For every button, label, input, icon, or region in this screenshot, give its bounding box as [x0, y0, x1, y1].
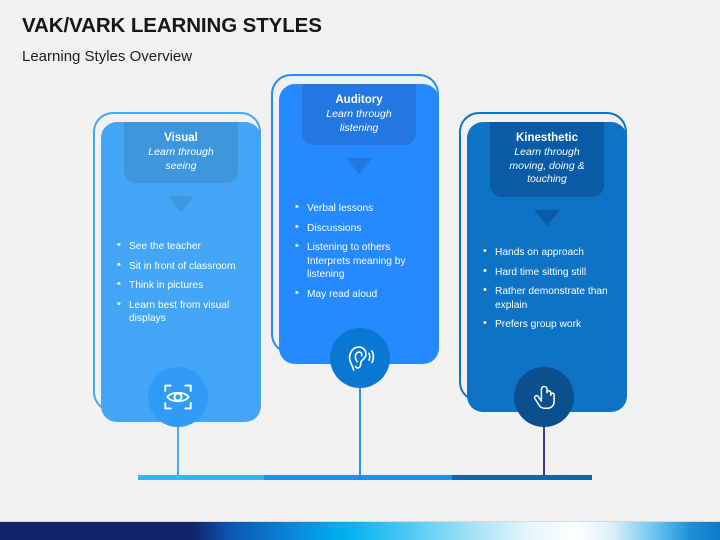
ear-sound-icon [348, 346, 375, 371]
list-item: Hard time sitting still [481, 265, 617, 280]
card-title-auditory: Auditory [335, 94, 383, 106]
column-auditory[interactable]: Auditory Learn through listening Verbal … [271, 74, 439, 364]
list-item: May read aloud [293, 287, 429, 302]
eye-scan-icon [164, 384, 192, 410]
bullet-list-auditory: Verbal lessons Discussions Listening to … [293, 201, 429, 307]
list-item: Learn best from visual displays [115, 298, 251, 326]
card-header-auditory: Auditory Learn through listening [302, 84, 416, 145]
timeline-bar [138, 475, 592, 480]
card-subtitle-auditory: Learn through listening [326, 108, 392, 134]
timeline-segment-kinesthetic [452, 475, 592, 480]
timeline-segment-visual [138, 475, 264, 480]
hand-tap-icon [533, 385, 555, 409]
bullet-list-kinesthetic: Hands on approach Hard time sitting stil… [481, 245, 617, 338]
footer-divider [0, 521, 720, 522]
list-item: Hands on approach [481, 245, 617, 260]
list-item: Discussions [293, 221, 429, 236]
list-item: Prefers group work [481, 317, 617, 332]
card-subtitle-kinesthetic: Learn through moving, doing & touching [509, 146, 585, 185]
list-item: Sit in front of classroom [115, 259, 251, 274]
bullet-list-visual: See the teacher Sit in front of classroo… [115, 239, 251, 332]
list-item: Verbal lessons [293, 201, 429, 216]
timeline-segment-auditory [264, 475, 452, 480]
card-title-kinesthetic: Kinesthetic [516, 132, 578, 144]
list-item: Listening to others Interprets meaning b… [293, 240, 429, 282]
card-kinesthetic[interactable]: Kinesthetic Learn through moving, doing … [467, 122, 627, 412]
card-header-visual: Visual Learn through seeing [124, 122, 238, 183]
icon-circle-auditory[interactable] [330, 328, 390, 388]
icon-circle-visual[interactable] [148, 367, 208, 427]
icon-circle-kinesthetic[interactable] [514, 367, 574, 427]
footer-gradient-strip [0, 522, 720, 540]
card-auditory[interactable]: Auditory Learn through listening Verbal … [279, 84, 439, 364]
connector-line-visual [177, 415, 179, 477]
card-header-kinesthetic: Kinesthetic Learn through moving, doing … [490, 122, 604, 197]
connector-line-kinesthetic [543, 415, 545, 477]
card-header-tail-auditory [346, 158, 372, 174]
list-item: Think in pictures [115, 278, 251, 293]
connector-line-auditory [359, 376, 361, 477]
page-subtitle: Learning Styles Overview [22, 48, 193, 65]
card-header-tail-visual [168, 196, 194, 212]
list-item: Rather demonstrate than explain [481, 284, 617, 312]
card-title-visual: Visual [164, 132, 198, 144]
page-title: VAK/VARK LEARNING STYLES [22, 14, 322, 37]
card-subtitle-visual: Learn through seeing [148, 146, 214, 172]
card-header-tail-kinesthetic [534, 210, 560, 226]
list-item: See the teacher [115, 239, 251, 254]
column-kinesthetic[interactable]: Kinesthetic Learn through moving, doing … [459, 112, 627, 412]
